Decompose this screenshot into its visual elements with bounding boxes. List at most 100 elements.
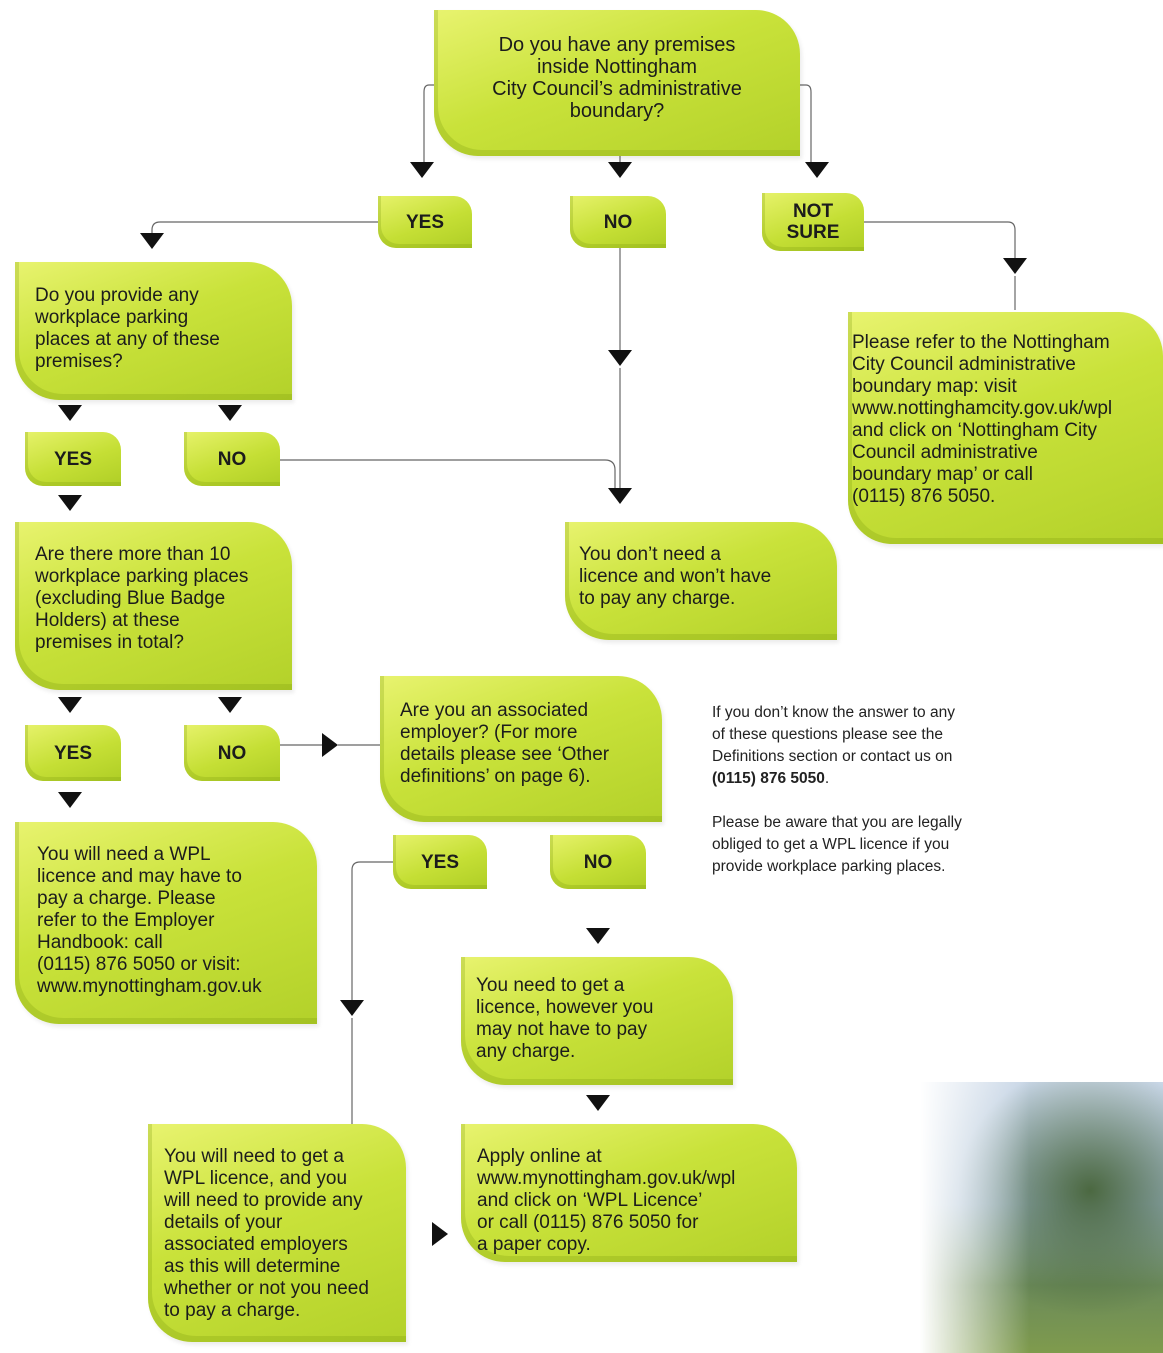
arrow-down-icon <box>58 405 82 421</box>
answer-not-sure: NOT SURE <box>762 193 864 251</box>
need-licence-associated-line: details of your <box>164 1212 283 1233</box>
help-note-line: If you don’t know the answer to any <box>712 704 955 721</box>
refer-map-line: City Council administrative <box>852 354 1076 375</box>
more-than-10-line: Holders) at these <box>35 610 180 631</box>
more-than-10-line: premises in total? <box>35 632 184 653</box>
need-licence-associated-outcome: You will need to get a WPL licence, and … <box>148 1124 406 1342</box>
need-licence-charge-line: Handbook: call <box>37 932 163 953</box>
legal-note-line: Please be aware that you are legally <box>712 814 962 831</box>
start-question-line: City Council’s administrative <box>492 78 742 100</box>
answer-yes-label: YES <box>53 448 93 470</box>
apply-online-line: a paper copy. <box>477 1234 591 1255</box>
need-licence-no-charge-line: may not have to pay <box>476 1019 648 1040</box>
need-licence-charge-line: licence and may have to <box>37 866 242 887</box>
need-licence-charge-line: (0115) 876 5050 or visit: <box>37 954 241 975</box>
arrow-down-icon <box>218 405 242 421</box>
more-than-10-line: (excluding Blue Badge <box>35 588 226 609</box>
answer-not-sure-line: SURE <box>786 222 840 243</box>
need-licence-charge-line: pay a charge. Please <box>37 888 216 909</box>
start-question-line: boundary? <box>569 100 665 122</box>
need-licence-associated-line: associated employers <box>164 1234 348 1255</box>
parking-question-line: Do you provide any <box>35 285 199 306</box>
answer-yes-parking: YES <box>25 432 121 486</box>
answer-no-label: NO <box>217 448 247 470</box>
answer-no-premises: NO <box>570 196 666 248</box>
arrow-down-icon <box>58 495 82 511</box>
need-licence-associated-line: WPL licence, and you <box>164 1168 348 1189</box>
arrow-down-icon <box>608 350 632 366</box>
apply-online-outcome: Apply online at www.mynottingham.gov.uk/… <box>461 1124 797 1262</box>
associated-line: employer? (For more <box>400 722 578 743</box>
need-licence-charge-outcome: You will need a WPL licence and may have… <box>15 822 317 1024</box>
answer-yes-label: YES <box>420 851 460 873</box>
help-note: If you don’t know the answer to any of t… <box>712 702 1052 900</box>
need-licence-no-charge-line: You need to get a <box>476 975 625 996</box>
need-licence-associated-line: You will need to get a <box>164 1146 344 1167</box>
refer-boundary-map: Please refer to the Nottingham City Coun… <box>848 312 1163 544</box>
need-licence-associated-line: to pay a charge. <box>164 1300 301 1321</box>
parking-question-line: places at any of these <box>35 329 220 350</box>
need-licence-associated-line: as this will determine <box>164 1256 341 1277</box>
no-licence-line: to pay any charge. <box>579 588 736 609</box>
arrow-down-icon <box>410 162 434 178</box>
arrow-down-icon <box>58 697 82 713</box>
answer-no-label: NO <box>603 211 633 233</box>
arrow-down-icon <box>140 233 164 249</box>
refer-map-line: and click on ‘Nottingham City <box>852 420 1097 441</box>
answer-not-sure-line: NOT <box>792 201 834 222</box>
arrow-down-icon <box>218 697 242 713</box>
arrow-down-icon <box>1003 258 1027 274</box>
more-than-10-line: Are there more than 10 <box>35 544 231 565</box>
arrow-down-icon <box>805 162 829 178</box>
need-licence-charge-line: refer to the Employer <box>37 910 215 931</box>
help-note-phone: (0115) 876 5050 <box>712 770 825 787</box>
start-question: Do you have any premises inside Nottingh… <box>434 10 800 156</box>
refer-map-line: Council administrative <box>852 442 1038 463</box>
answer-no-label: NO <box>583 851 613 873</box>
apply-online-line: Apply online at <box>477 1146 602 1167</box>
answer-no-more-than-10: NO <box>184 725 280 781</box>
need-licence-associated-line: whether or not you need <box>164 1278 369 1299</box>
answer-no-parking: NO <box>184 432 280 486</box>
refer-map-line: www.nottinghamcity.gov.uk/wpl <box>852 398 1113 419</box>
arrow-down-icon <box>608 488 632 504</box>
no-licence-outcome: You don’t need a licence and won’t have … <box>565 522 837 640</box>
arrow-down-icon <box>586 1095 610 1111</box>
more-than-10-line: workplace parking places <box>35 566 249 587</box>
associated-line: details please see ‘Other <box>400 744 610 765</box>
associated-employer-question: Are you an associated employer? (For mor… <box>380 676 662 822</box>
arrow-down-icon <box>608 162 632 178</box>
answer-yes-associated: YES <box>393 835 487 889</box>
answer-yes-label: YES <box>405 211 445 233</box>
arrow-down-icon <box>58 792 82 808</box>
associated-line: Are you an associated <box>400 700 589 721</box>
answer-yes-premises: YES <box>378 196 472 248</box>
arrow-down-icon <box>586 928 610 944</box>
answer-yes-more-than-10: YES <box>25 725 121 781</box>
legal-note-line: provide workplace parking places. <box>712 858 946 875</box>
need-licence-associated-line: will need to provide any <box>164 1190 363 1211</box>
legal-note-line: obliged to get a WPL licence if you <box>712 836 950 853</box>
legal-note-paragraph: Please be aware that you are legally obl… <box>712 812 1052 878</box>
need-licence-no-charge-line: any charge. <box>476 1041 576 1062</box>
arrow-down-icon <box>340 1000 364 1016</box>
need-licence-charge-line: www.mynottingham.gov.uk <box>37 976 262 997</box>
parking-question-line: workplace parking <box>35 307 189 328</box>
refer-map-line: Please refer to the Nottingham <box>852 332 1110 353</box>
arrow-right-icon <box>322 733 338 757</box>
answer-no-label: NO <box>217 742 247 764</box>
help-note-line: Definitions section or contact us on <box>712 748 953 765</box>
refer-map-line: boundary map: visit <box>852 376 1017 397</box>
apply-online-line: www.mynottingham.gov.uk/wpl <box>477 1168 736 1189</box>
help-note-paragraph: If you don’t know the answer to any of t… <box>712 702 1052 790</box>
need-licence-no-charge-line: licence, however you <box>476 997 654 1018</box>
need-licence-charge-line: You will need a WPL <box>37 844 211 865</box>
building-photo <box>920 1082 1163 1353</box>
no-licence-line: licence and won’t have <box>579 566 772 587</box>
answer-no-associated: NO <box>550 835 646 889</box>
start-question-line: Do you have any premises <box>498 34 736 56</box>
no-licence-line: You don’t need a <box>579 544 721 565</box>
help-note-line: of these questions please see the <box>712 726 943 743</box>
apply-online-line: and click on ‘WPL Licence’ <box>477 1190 703 1211</box>
more-than-10-question: Are there more than 10 workplace parking… <box>15 522 292 690</box>
